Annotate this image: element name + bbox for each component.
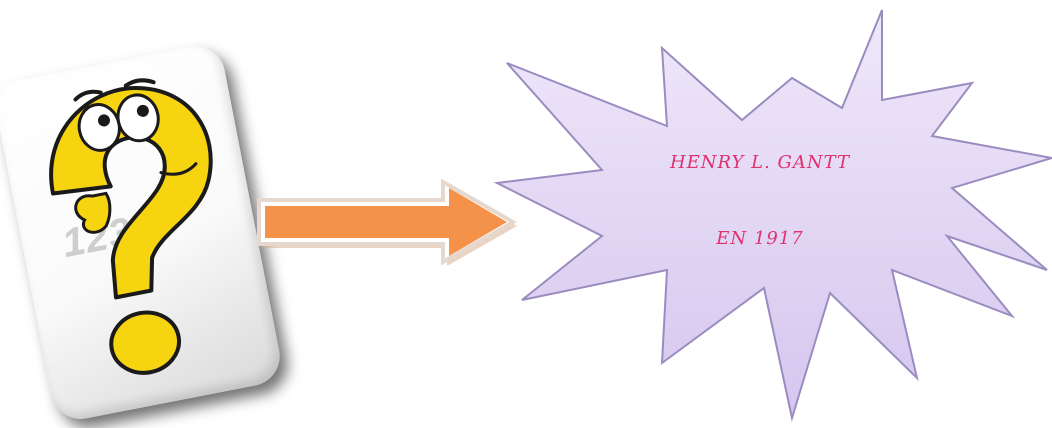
starburst-shape — [493, 9, 1052, 422]
right-arrow-icon — [257, 178, 518, 266]
question-mark-icon — [49, 78, 213, 375]
burst-text-line-1: HENRY L. GANTT — [669, 152, 851, 173]
burst-text-line-2: EN 1917 — [716, 228, 804, 249]
question-mark-card: 123RF — [0, 41, 285, 424]
